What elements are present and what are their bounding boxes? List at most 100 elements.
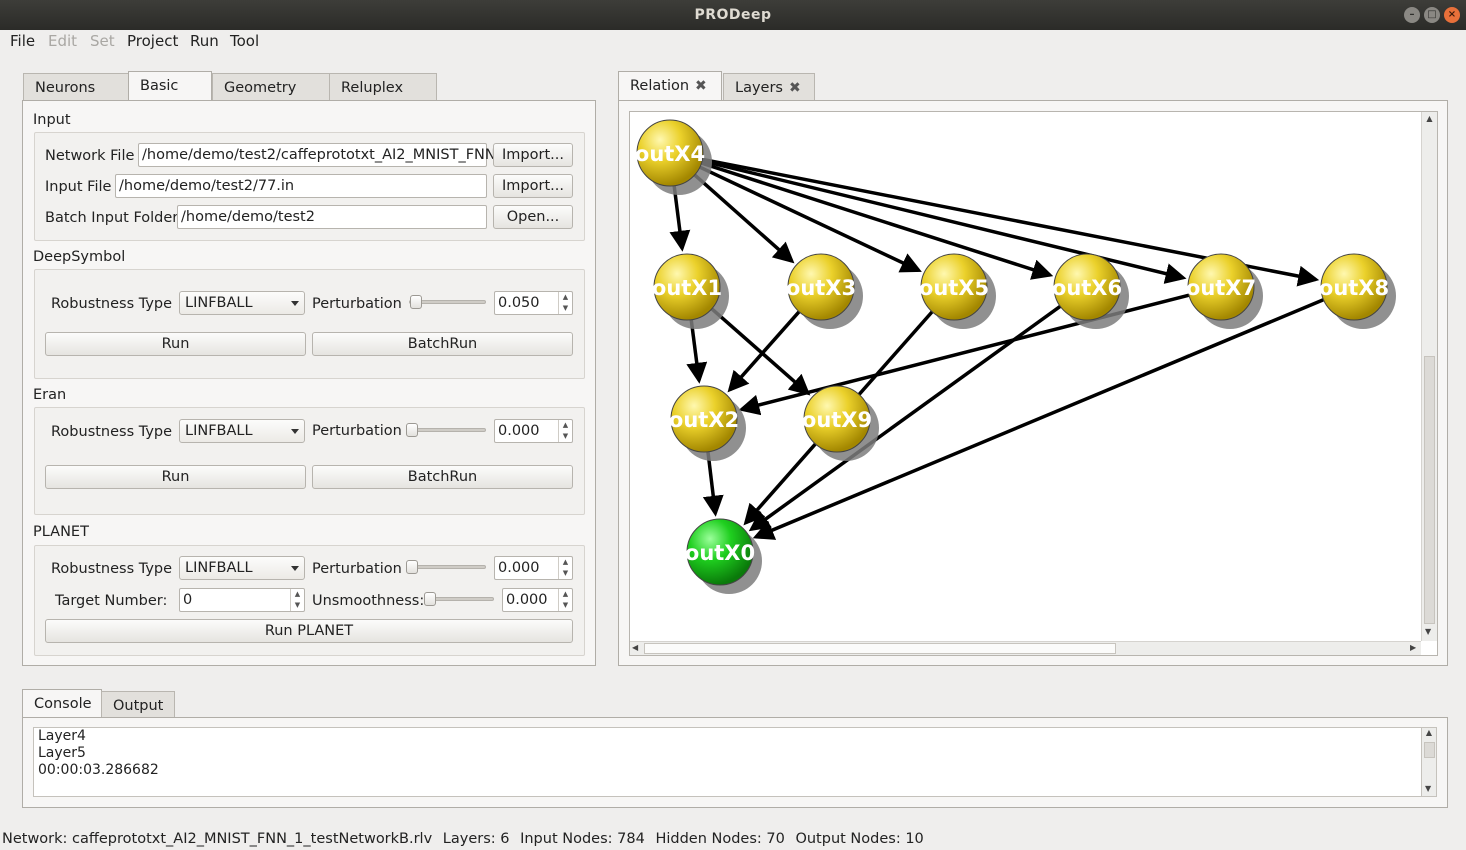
- import-input-button[interactable]: Import...: [493, 174, 573, 198]
- scroll-up-icon[interactable]: ▲: [1426, 114, 1433, 123]
- scroll-up-icon[interactable]: ▲: [1425, 728, 1433, 737]
- planet-robustness-select[interactable]: LINFBALL: [179, 556, 305, 580]
- close-icon[interactable]: ×: [1444, 7, 1460, 23]
- console-output[interactable]: Layer4 Layer5 00:00:03.286682: [33, 727, 1422, 797]
- scroll-down-icon[interactable]: ▼: [1425, 627, 1432, 636]
- graph-node-outX0[interactable]: outX0: [685, 518, 762, 594]
- spin-arrows-icon[interactable]: ▲▼: [558, 589, 572, 611]
- tab-label: Reluplex: [341, 80, 404, 96]
- graph-node-outX4[interactable]: outX4: [635, 119, 712, 195]
- planet-perturbation-spinbox[interactable]: 0.000 ▲▼: [494, 556, 573, 580]
- graph-node-outX6[interactable]: outX6: [1052, 253, 1129, 329]
- node-circle: [670, 385, 738, 453]
- eran-robustness-label: Robustness Type: [51, 424, 173, 440]
- graph-node-outX3[interactable]: outX3: [786, 253, 863, 329]
- tab-reluplex[interactable]: Reluplex: [329, 73, 437, 101]
- scroll-thumb[interactable]: [1424, 356, 1435, 624]
- tab-neurons[interactable]: Neurons: [23, 73, 129, 101]
- network-file-input[interactable]: /home/demo/test2/caffeprototxt_AI2_MNIST…: [138, 143, 496, 167]
- scroll-thumb[interactable]: [644, 643, 1116, 654]
- node-label: outX1: [652, 276, 722, 300]
- eran-robustness-select[interactable]: LINFBALL: [179, 419, 305, 443]
- ds-perturbation-spinbox[interactable]: 0.050 ▲▼: [494, 291, 573, 315]
- node-label: outX4: [635, 142, 705, 166]
- node-circle: [1053, 253, 1121, 321]
- graph-edge: [752, 295, 1330, 540]
- ds-perturbation-slider[interactable]: [409, 300, 486, 304]
- tab-layers[interactable]: Layers ✖: [723, 73, 815, 101]
- ds-run-button[interactable]: Run: [45, 332, 306, 356]
- graph-node-outX5[interactable]: outX5: [919, 253, 996, 329]
- scroll-right-icon[interactable]: ▶: [1410, 643, 1417, 652]
- node-label: outX5: [919, 276, 989, 300]
- eran-slider-handle[interactable]: [406, 423, 418, 437]
- tab-label: Layers: [735, 80, 783, 96]
- eran-perturbation-spinbox[interactable]: 0.000 ▲▼: [494, 419, 573, 443]
- node-circle: [653, 253, 721, 321]
- input-file-input[interactable]: /home/demo/test2/77.in: [115, 174, 487, 198]
- maximize-icon[interactable]: □: [1424, 7, 1440, 23]
- ds-batchrun-button[interactable]: BatchRun: [312, 332, 573, 356]
- graph-vertical-scrollbar[interactable]: ▲ ▼: [1421, 112, 1437, 641]
- spin-arrows-icon[interactable]: ▲▼: [558, 292, 572, 314]
- console-scrollbar[interactable]: ▲ ▼: [1421, 727, 1437, 797]
- target-number-label: Target Number:: [55, 593, 168, 609]
- eran-batchrun-button[interactable]: BatchRun: [312, 465, 573, 489]
- tab-label: Output: [113, 698, 164, 714]
- graph-node-outX8[interactable]: outX8: [1319, 253, 1396, 329]
- close-tab-icon[interactable]: ✖: [695, 78, 707, 94]
- graph-horizontal-scrollbar[interactable]: ◀ ▶: [630, 641, 1421, 655]
- console-line: 00:00:03.286682: [38, 762, 159, 778]
- spin-arrows-icon[interactable]: ▲▼: [558, 420, 572, 442]
- target-number-spinbox[interactable]: 0 ▲▼: [179, 588, 305, 612]
- node-label: outX7: [1186, 276, 1256, 300]
- eran-perturbation-slider[interactable]: [407, 428, 486, 432]
- menu-file[interactable]: File: [10, 32, 36, 50]
- import-network-button[interactable]: Import...: [493, 143, 573, 167]
- run-planet-button[interactable]: Run PLANET: [45, 619, 573, 643]
- graph-node-outX1[interactable]: outX1: [652, 253, 729, 329]
- console-line: Layer4: [38, 728, 86, 744]
- eran-run-button[interactable]: Run: [45, 465, 306, 489]
- scroll-thumb[interactable]: [1424, 742, 1435, 758]
- scroll-left-icon[interactable]: ◀: [632, 643, 639, 652]
- node-label: outX9: [802, 408, 872, 432]
- ds-robustness-select[interactable]: LINFBALL: [179, 291, 305, 315]
- menu-run[interactable]: Run: [190, 32, 219, 50]
- tab-console[interactable]: Console: [22, 689, 102, 719]
- open-folder-button[interactable]: Open...: [493, 205, 573, 229]
- spin-arrows-icon[interactable]: ▲▼: [558, 557, 572, 579]
- spin-arrows-icon[interactable]: ▲▼: [290, 589, 304, 611]
- node-circle: [636, 119, 704, 187]
- unsmoothness-spinbox[interactable]: 0.000 ▲▼: [502, 588, 573, 612]
- menu-project[interactable]: Project: [127, 32, 179, 50]
- graph-node-outX9[interactable]: outX9: [802, 385, 879, 461]
- menu-edit[interactable]: Edit: [48, 32, 78, 50]
- planet-slider-handle[interactable]: [406, 560, 418, 574]
- close-tab-icon[interactable]: ✖: [788, 80, 801, 96]
- node-circle: [920, 253, 988, 321]
- batch-folder-input[interactable]: /home/demo/test2: [177, 205, 487, 229]
- console-line: Layer5: [38, 745, 86, 761]
- planet-section-title: PLANET: [33, 524, 89, 540]
- graph-node-outX2[interactable]: outX2: [669, 385, 746, 461]
- graph-edge: [695, 159, 1054, 280]
- tab-basic[interactable]: Basic: [128, 71, 212, 101]
- tab-output[interactable]: Output: [101, 691, 175, 719]
- menu-tool[interactable]: Tool: [230, 32, 260, 50]
- network-file-label: Network File: [45, 148, 135, 164]
- status-layers: Layers: 6: [442, 831, 510, 847]
- tab-geometry[interactable]: Geometry: [212, 73, 330, 101]
- menu-set[interactable]: Set: [90, 32, 115, 50]
- tab-relation[interactable]: Relation✖: [618, 71, 722, 101]
- ds-slider-handle[interactable]: [410, 295, 422, 309]
- relation-graph[interactable]: outX4 outX1 outX3 outX5 outX6 outX7 outX8 outX2…: [630, 112, 1421, 641]
- minimize-icon[interactable]: –: [1404, 7, 1420, 23]
- eran-perturbation-value: 0.000: [498, 423, 540, 439]
- planet-perturbation-label: Perturbation: [312, 561, 402, 577]
- planet-perturbation-slider[interactable]: [407, 565, 486, 569]
- unsmoothness-slider-handle[interactable]: [424, 592, 436, 606]
- scroll-down-icon[interactable]: ▼: [1425, 784, 1432, 793]
- graph-node-outX7[interactable]: outX7: [1186, 253, 1263, 329]
- status-input-nodes: Input Nodes: 784: [520, 831, 645, 847]
